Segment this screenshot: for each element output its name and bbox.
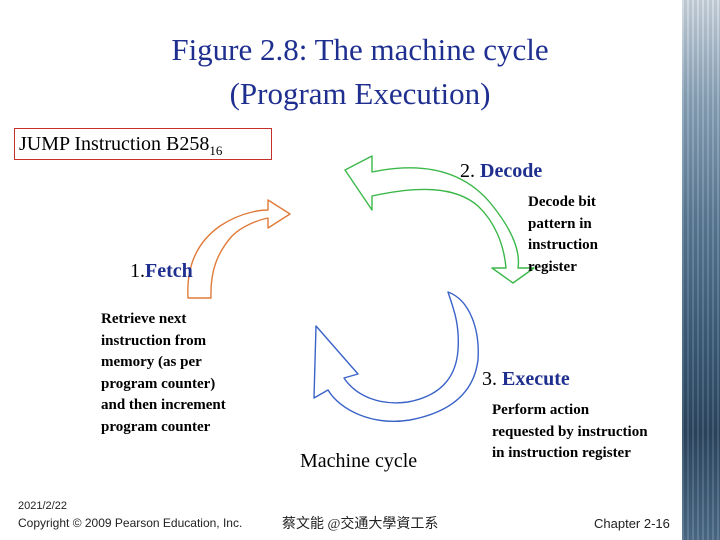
execute-step-number: 3. (482, 368, 497, 390)
decode-description-line: pattern in (528, 214, 598, 236)
fetch-step-name: Fetch (145, 260, 193, 282)
execute-step-label: 3. Execute (482, 368, 570, 391)
decode-step-number: 2. (460, 160, 475, 182)
decode-step-name: Decode (480, 160, 542, 182)
fetch-step-label: 1.Fetch (130, 260, 193, 283)
fetch-description: Retrieve next instruction from memory (a… (101, 309, 226, 438)
decode-description-line: register (528, 257, 598, 279)
fetch-description-line: program counter) (101, 374, 226, 396)
fetch-description-line: memory (as per (101, 352, 226, 374)
execute-description-line: in instruction register (492, 443, 648, 465)
footer-copyright: Copyright © 2009 Pearson Education, Inc. (18, 516, 242, 530)
footer-date: 2021/2/22 (18, 500, 67, 512)
fetch-step-number: 1. (130, 260, 145, 282)
decode-description: Decode bit pattern in instruction regist… (528, 192, 598, 278)
decode-description-line: Decode bit (528, 192, 598, 214)
footer-chapter: Chapter 2-16 (594, 516, 670, 531)
decode-description-line: instruction (528, 235, 598, 257)
machine-cycle-label: Machine cycle (300, 450, 417, 473)
footer-author: 蔡文能 @交通大學資工系 (282, 513, 438, 533)
execute-description: Perform action requested by instruction … (492, 400, 648, 465)
execute-step-name: Execute (502, 368, 570, 390)
execute-description-line: requested by instruction (492, 422, 648, 444)
fetch-arrow (188, 200, 290, 298)
fetch-description-line: Retrieve next (101, 309, 226, 331)
fetch-description-line: instruction from (101, 331, 226, 353)
execute-arrow (314, 292, 478, 421)
decode-step-label: 2. Decode (460, 160, 542, 183)
execute-description-line: Perform action (492, 400, 648, 422)
fetch-description-line: and then increment (101, 395, 226, 417)
fetch-description-line: program counter (101, 417, 226, 439)
